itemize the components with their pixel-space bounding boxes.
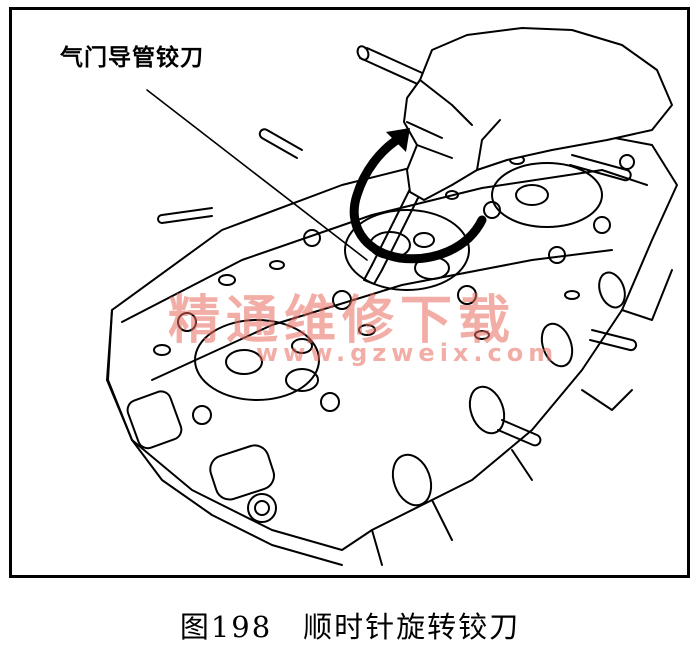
watermark-title: 精通维修下载 <box>168 290 517 351</box>
figure-caption: 图198 顺时针旋转铰刀 <box>179 610 521 644</box>
watermark-url: www.gzweix.com <box>256 339 559 367</box>
hand-drawing <box>403 27 673 201</box>
reamer-callout-label: 气门导管铰刀 <box>56 38 208 72</box>
figure-frame <box>9 7 690 578</box>
clockwise-arrow-icon <box>349 128 487 264</box>
